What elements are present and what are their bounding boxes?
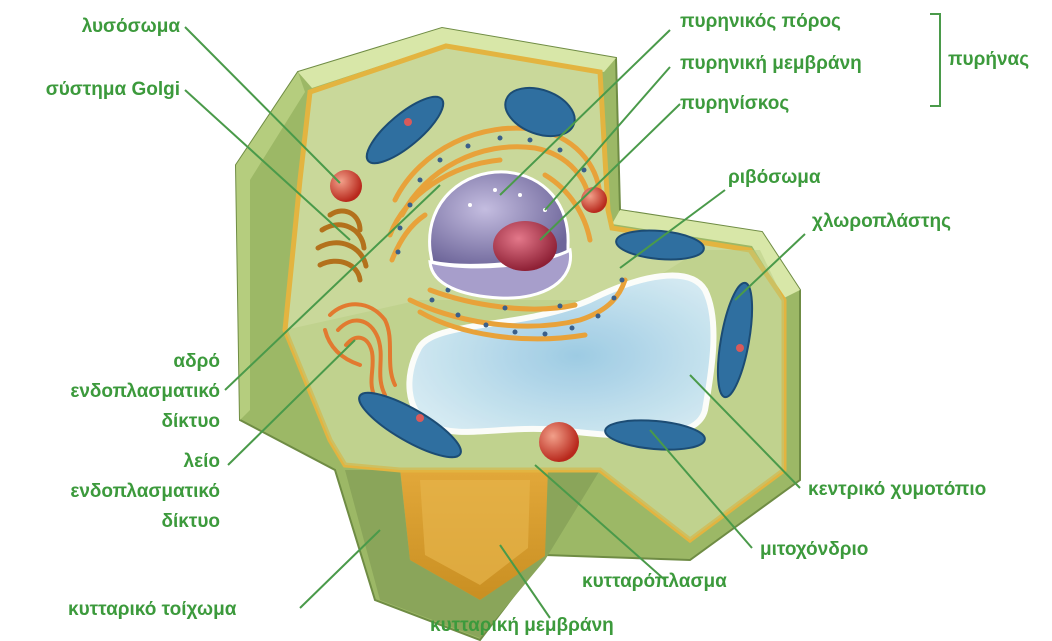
- label-ribosome: ριβόσωμα: [728, 166, 821, 190]
- label-cell-membrane: κυτταρική μεμβράνη: [430, 614, 614, 638]
- label-central-vacuole: κεντρικό χυμοτόπιο: [808, 478, 986, 502]
- label-mitochondrion: μιτοχόνδριο: [760, 538, 868, 562]
- label-nucleus: πυρήνας: [948, 48, 1029, 72]
- label-smooth-er-line3: δίκτυο: [60, 510, 220, 534]
- label-smooth-er-line2: ενδοπλασματικό: [60, 480, 220, 504]
- label-lysosome: λυσόσωμα: [40, 15, 180, 39]
- label-rough-er-line1: αδρό: [60, 350, 220, 374]
- label-smooth-er-line1: λείο: [60, 450, 220, 474]
- label-rough-er-line3: δίκτυο: [60, 410, 220, 434]
- label-nuclear-membrane: πυρηνική μεμβράνη: [680, 52, 862, 76]
- label-cytoplasm: κυτταρόπλασμα: [582, 570, 727, 594]
- label-golgi: σύστημα Golgi: [20, 78, 180, 102]
- label-cell-wall: κυτταρικό τοίχωμα: [68, 598, 236, 622]
- label-rough-er-line2: ενδοπλασματικό: [60, 380, 220, 404]
- label-nucleolus: πυρηνίσκος: [680, 92, 789, 116]
- label-chloroplast: χλωροπλάστης: [812, 210, 951, 234]
- label-nuclear-pore: πυρηνικός πόρος: [680, 10, 841, 34]
- nucleus-shape: [430, 172, 571, 298]
